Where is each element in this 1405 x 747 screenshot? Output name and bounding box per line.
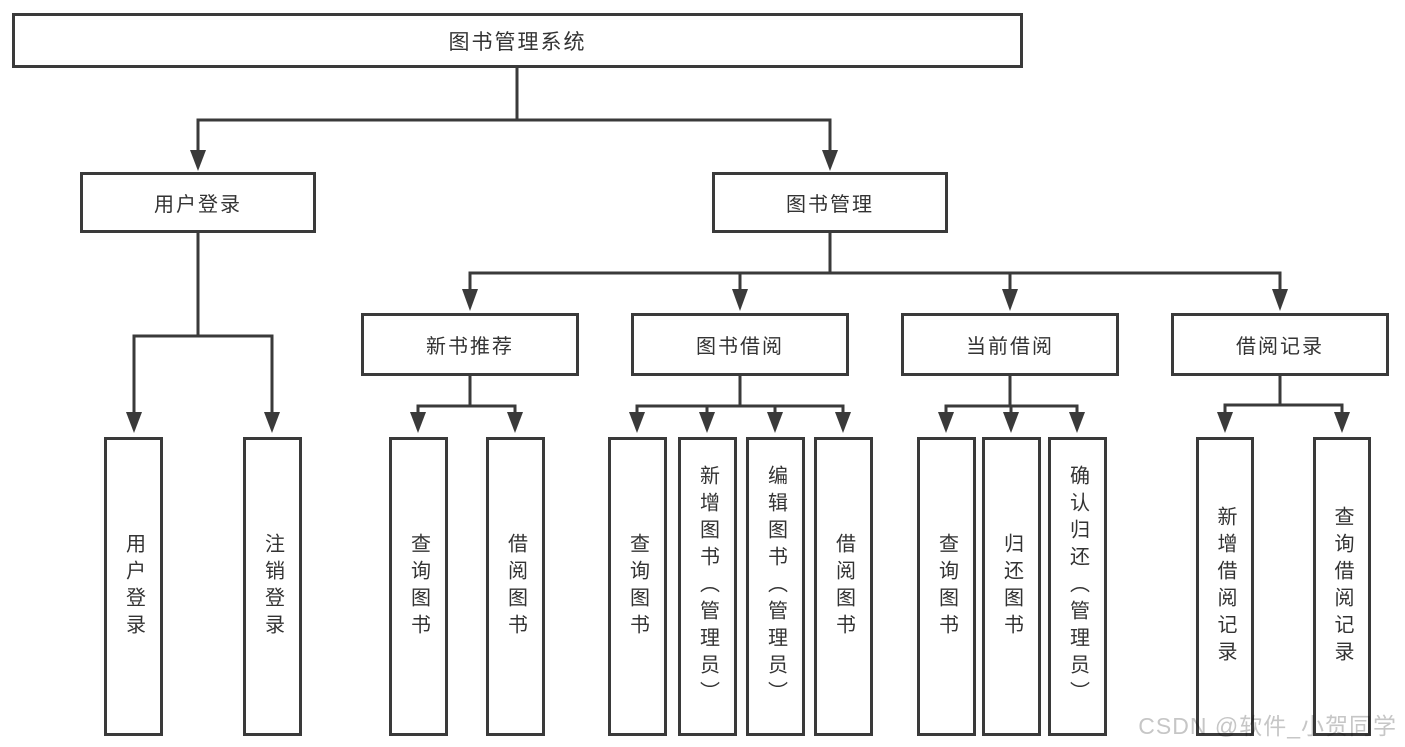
branch-book-borrowing: 图书借阅 <box>631 313 849 376</box>
leaf-add-borrowing-record: 新增借阅记录 <box>1196 437 1254 736</box>
leaf-borrow-books-recommend: 借阅图书 <box>486 437 545 736</box>
leaf-borrow-books-borrowing: 借阅图书 <box>814 437 873 736</box>
leaf-logout: 注销登录 <box>243 437 302 736</box>
leaf-query-borrowing-record: 查询借阅记录 <box>1313 437 1371 736</box>
connector-book-borrowing-children <box>629 376 851 433</box>
leaf-query-books-current: 查询图书 <box>917 437 976 736</box>
connector-root-to-level2 <box>190 66 838 171</box>
node-label: 查询图书 <box>935 532 958 641</box>
node-label: 编辑图书（管理员） <box>764 465 787 708</box>
node-system-root: 图书管理系统 <box>12 13 1023 68</box>
node-label: 新增图书（管理员） <box>696 465 719 708</box>
node-label: 图书管理系统 <box>448 30 587 54</box>
node-label: 确认归还（管理员） <box>1066 465 1089 708</box>
node-label: 归还图书 <box>1000 532 1023 641</box>
node-label: 注销登录 <box>261 532 284 641</box>
node-label: 借阅图书 <box>504 532 527 641</box>
connector-user-login-children <box>126 233 280 433</box>
node-label: 借阅记录 <box>1236 336 1324 358</box>
leaf-user-login: 用户登录 <box>104 437 163 736</box>
leaf-edit-book-admin: 编辑图书（管理员） <box>746 437 805 736</box>
node-label: 查询借阅记录 <box>1331 505 1353 668</box>
branch-current-borrowing: 当前借阅 <box>901 313 1119 376</box>
connector-new-book-recommendation-children <box>410 376 523 433</box>
node-label: 查询图书 <box>407 532 430 641</box>
node-label: 借阅图书 <box>832 532 855 641</box>
leaf-query-books-recommend: 查询图书 <box>389 437 448 736</box>
leaf-add-book-admin: 新增图书（管理员） <box>678 437 737 736</box>
csdn-watermark: CSDN @软件_小贺同学 <box>1138 713 1397 739</box>
node-label: 用户登录 <box>122 532 145 641</box>
branch-user-login: 用户登录 <box>80 172 316 233</box>
node-label: 图书管理 <box>786 194 874 216</box>
branch-new-book-recommendation: 新书推荐 <box>361 313 579 376</box>
leaf-return-books: 归还图书 <box>982 437 1041 736</box>
connector-current-borrowing-children <box>938 376 1085 433</box>
connector-borrowing-records-children <box>1217 376 1350 433</box>
branch-book-management: 图书管理 <box>712 172 948 233</box>
node-label: 新增借阅记录 <box>1214 505 1236 668</box>
leaf-query-books-borrowing: 查询图书 <box>608 437 667 736</box>
node-label: 新书推荐 <box>426 336 514 358</box>
node-label: 查询图书 <box>626 532 649 641</box>
connector-book-management-children <box>462 233 1288 311</box>
node-label: 当前借阅 <box>966 336 1054 358</box>
branch-borrowing-records: 借阅记录 <box>1171 313 1389 376</box>
node-label: 用户登录 <box>154 194 242 216</box>
leaf-confirm-return-admin: 确认归还（管理员） <box>1048 437 1107 736</box>
node-label: 图书借阅 <box>696 336 784 358</box>
